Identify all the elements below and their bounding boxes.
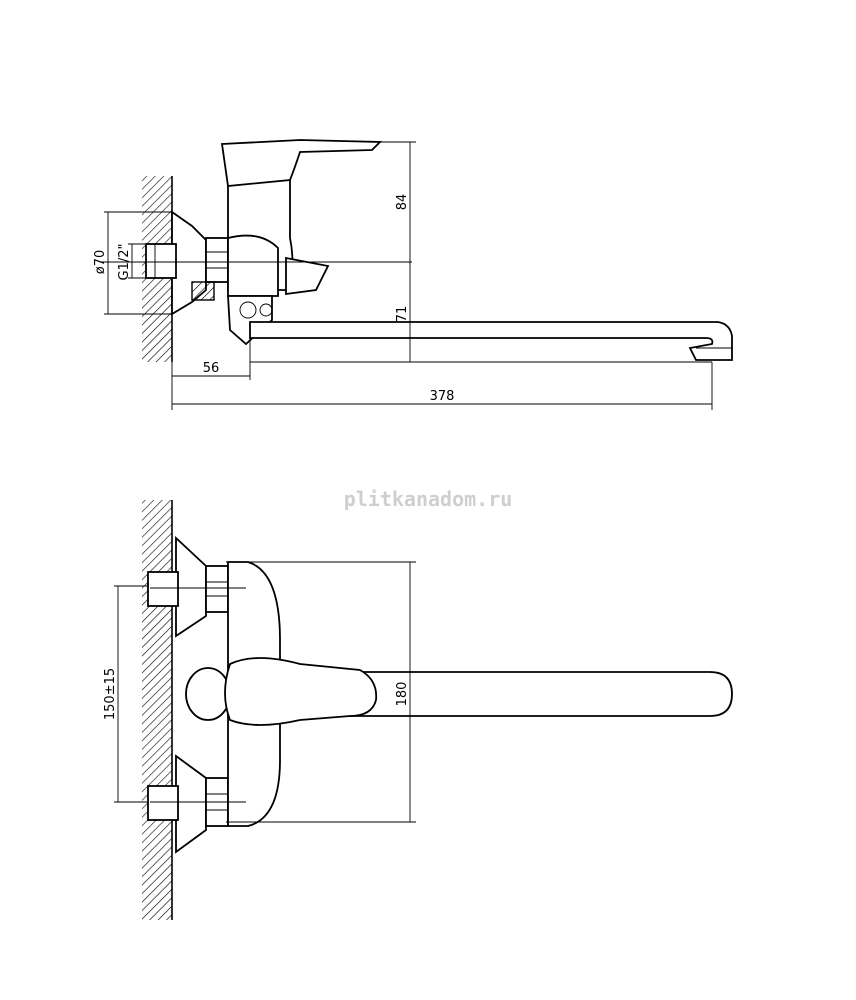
side-view: 84 71 ø70 G1/2" 56 378 xyxy=(93,139,733,410)
dim-total-length: 378 xyxy=(430,389,455,404)
top-view: 180 150±15 xyxy=(103,500,733,920)
upper-flange xyxy=(175,535,207,638)
upper-nut xyxy=(205,565,229,613)
diverter-knob xyxy=(191,281,215,301)
dim-offset: 56 xyxy=(203,361,220,376)
lever-handle-top xyxy=(224,657,378,726)
connection-nut xyxy=(205,237,229,283)
dim-diameter: ø70 xyxy=(93,250,108,275)
spout-side xyxy=(249,321,733,361)
shower-outlet xyxy=(285,256,330,296)
spout-top xyxy=(279,671,733,717)
lower-flange xyxy=(175,754,207,854)
dim-connection-spacing: 150±15 xyxy=(103,668,118,720)
dim-height-top: 84 xyxy=(395,194,410,211)
wall-hatch-top xyxy=(142,500,172,920)
dim-thread: G1/2" xyxy=(117,244,132,281)
cartridge-dome xyxy=(227,234,279,297)
inlet-pipe xyxy=(145,243,177,279)
lever-handle-side xyxy=(220,139,383,187)
lever-knob xyxy=(185,667,231,721)
dim-height-spout: 71 xyxy=(395,306,410,323)
dim-width: 180 xyxy=(395,682,410,707)
watermark: plitkanadom.ru xyxy=(344,487,513,511)
upper-inlet xyxy=(147,571,179,607)
lower-inlet xyxy=(147,785,179,821)
